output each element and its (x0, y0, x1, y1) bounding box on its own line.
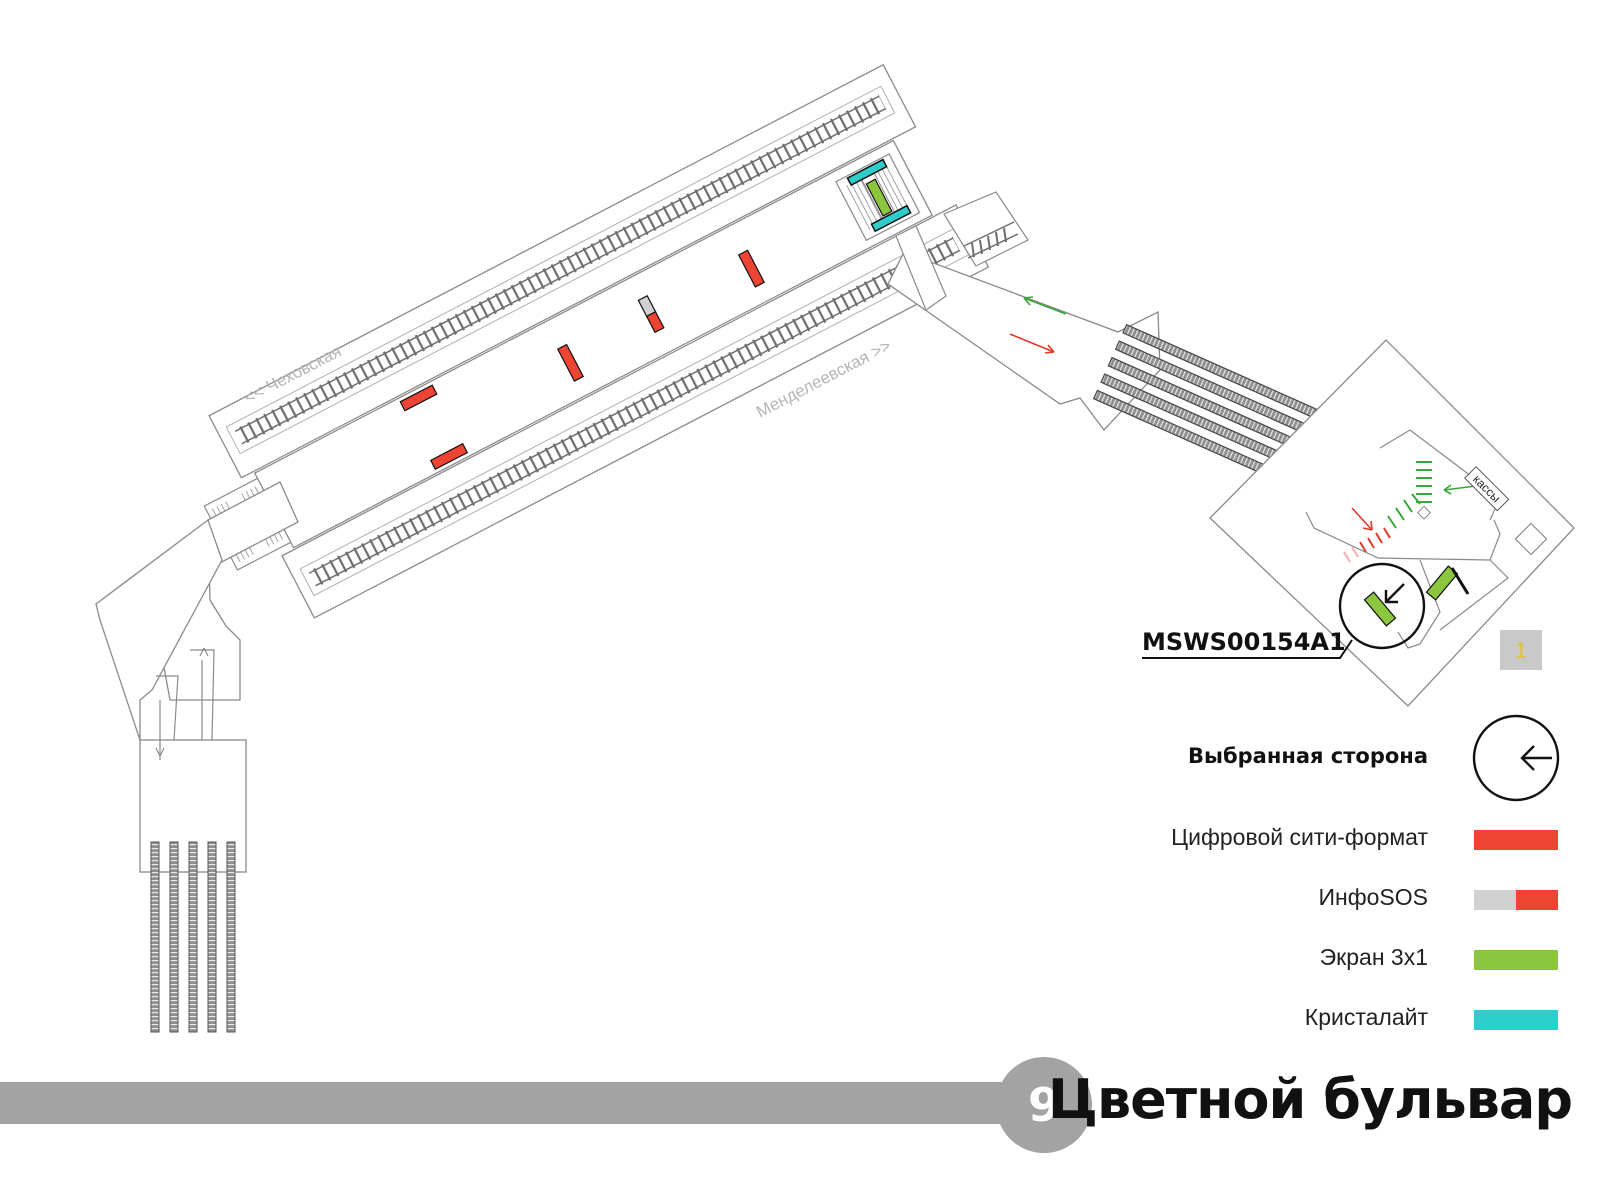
exit-marker: 1 (1500, 630, 1542, 670)
track-upper (234, 94, 887, 446)
legend-label-screen: Экран 3х1 (1319, 944, 1428, 970)
infosos-grey-part (1474, 890, 1516, 910)
screen-3x1-east (865, 178, 893, 217)
legend-swatch-kristalayt (1474, 1010, 1558, 1030)
station-name: Цветной бульвар (1047, 1068, 1573, 1131)
infosos-unit (637, 294, 665, 334)
kristalayt-top (846, 158, 888, 187)
metro-line-bar (0, 1082, 1005, 1124)
city-format-2 (556, 343, 585, 382)
east-passage (887, 191, 1161, 432)
infosos-red-part (1516, 890, 1558, 910)
line-number-badge: 9 (996, 1057, 1092, 1153)
track-lower (308, 236, 961, 588)
selected-location-marker: MSWS00154A1 (1142, 562, 1426, 659)
city-format-1 (737, 249, 766, 288)
screen-3x1-selected (1363, 591, 1397, 627)
city-format-4 (429, 442, 469, 471)
selected-side-icon (1472, 714, 1560, 802)
vestibule: кассы (1209, 339, 1575, 707)
legend-label-city-format: Цифровой сити-формат (1171, 824, 1428, 850)
exit-number: 1 (1515, 638, 1527, 663)
legend-swatch-city-format (1474, 830, 1558, 850)
city-format-3 (399, 384, 438, 412)
legend-selected-side: Выбранная сторона (1187, 744, 1428, 768)
escalator-west (150, 841, 236, 1033)
legend-label-infosos: ИнфоSOS (1318, 884, 1428, 910)
legend-swatch-infosos (1474, 890, 1558, 910)
legend-label-kristalayt: Кристалайт (1304, 1004, 1428, 1030)
kristalayt-bottom (870, 204, 912, 233)
selected-code: MSWS00154A1 (1142, 628, 1346, 656)
legend-swatch-screen (1474, 950, 1558, 970)
platform-structure (203, 63, 990, 619)
